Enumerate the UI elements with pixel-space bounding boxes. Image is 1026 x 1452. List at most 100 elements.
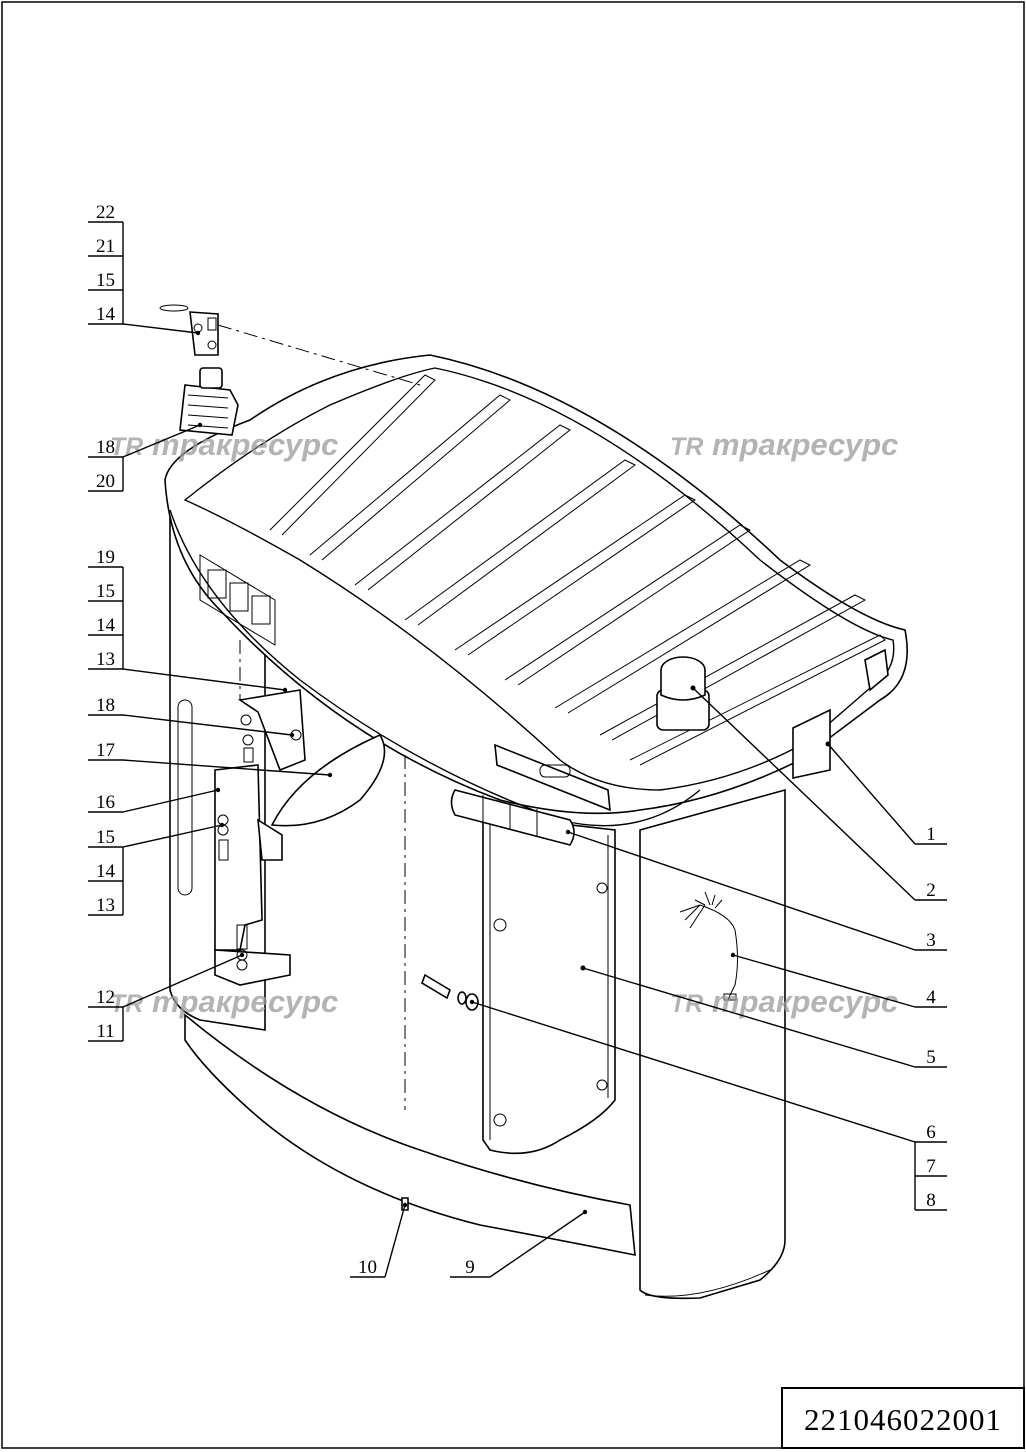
callout-label: 14 bbox=[96, 615, 116, 636]
callout-leader bbox=[582, 967, 916, 1068]
callout-label: 13 bbox=[96, 649, 115, 670]
callout-label: 3 bbox=[926, 930, 936, 951]
callout-label: 20 bbox=[96, 471, 115, 492]
leader-dot bbox=[690, 685, 696, 691]
leader-dot bbox=[469, 999, 475, 1005]
callout-leader bbox=[384, 1204, 406, 1278]
callout-single-9: 9 bbox=[450, 1209, 588, 1278]
leader-dot bbox=[582, 1209, 588, 1215]
leader-dot bbox=[195, 330, 201, 336]
callout-leader bbox=[732, 954, 916, 1008]
leader-dot bbox=[289, 732, 295, 738]
cab-assembly-illustration bbox=[159, 304, 908, 1300]
callout-leader bbox=[122, 714, 293, 736]
svg-text:тракресурс: тракресурс bbox=[152, 427, 338, 462]
callout-label: 14 bbox=[96, 304, 116, 325]
callout-label: 2 bbox=[926, 880, 936, 901]
callout-label: 19 bbox=[96, 547, 115, 568]
leader-dot bbox=[402, 1202, 408, 1208]
callout-leader bbox=[122, 424, 201, 458]
callout-right-6-8: 678 bbox=[469, 999, 947, 1211]
leader-dot bbox=[197, 422, 203, 428]
callout-label: 9 bbox=[465, 1257, 475, 1278]
floor-panel bbox=[184, 1013, 636, 1256]
watermark-1: TR тракресурс bbox=[110, 427, 338, 462]
callout-label: 12 bbox=[96, 987, 115, 1008]
svg-text:тракресурс: тракресурс bbox=[712, 984, 898, 1019]
callout-leader bbox=[122, 789, 219, 813]
callout-label: 15 bbox=[96, 581, 115, 602]
callout-right-4: 4 bbox=[730, 952, 947, 1008]
watermark-4: TR тракресурс bbox=[670, 984, 898, 1019]
leader-dot bbox=[730, 952, 736, 958]
callout-label: 10 bbox=[358, 1257, 377, 1278]
callout-top-left: 22 21 15 14 bbox=[88, 202, 201, 336]
svg-text:тракресурс: тракресурс bbox=[152, 984, 338, 1019]
callout-label: 5 bbox=[926, 1047, 936, 1068]
roof-body bbox=[164, 354, 908, 815]
callout-right-3: 3 bbox=[565, 829, 947, 951]
callout-label: 6 bbox=[926, 1122, 936, 1143]
callout-leader bbox=[489, 1211, 586, 1278]
leader-dot bbox=[282, 687, 288, 693]
callout-low-left: 12 11 bbox=[88, 952, 245, 1042]
callout-single-17: 17 bbox=[88, 740, 333, 778]
callout-leader bbox=[122, 759, 331, 776]
leader-dot bbox=[580, 965, 586, 971]
svg-text:TR: TR bbox=[670, 433, 703, 461]
title-block-frame bbox=[781, 1387, 1025, 1449]
work-light bbox=[159, 304, 239, 436]
title-block: 221046022001 bbox=[781, 1387, 1025, 1449]
callout-leader bbox=[122, 323, 199, 334]
svg-text:тракресурс: тракресурс bbox=[712, 427, 898, 462]
callout-leader bbox=[827, 743, 916, 845]
callout-label: 15 bbox=[96, 827, 115, 848]
rear-panel bbox=[482, 814, 616, 1155]
callout-label: 22 bbox=[96, 202, 115, 223]
leader-dot bbox=[565, 829, 571, 835]
callout-mid-left-b: 19 15 14 13 bbox=[88, 547, 288, 693]
drawing-number: 221046022001 bbox=[804, 1402, 1002, 1437]
callout-label: 14 bbox=[96, 861, 116, 882]
callout-label: 8 bbox=[926, 1190, 936, 1211]
callout-leader bbox=[122, 954, 243, 1008]
leader-dot bbox=[825, 741, 831, 747]
svg-text:TR: TR bbox=[110, 990, 143, 1018]
roof-ribs bbox=[269, 374, 886, 766]
callout-leader bbox=[567, 831, 916, 951]
callout-leader bbox=[692, 687, 916, 901]
callout-right-5: 5 bbox=[580, 965, 947, 1068]
callout-label: 13 bbox=[96, 895, 115, 916]
beacon-lamp bbox=[656, 656, 710, 731]
callout-single-10: 10 bbox=[350, 1202, 408, 1278]
callout-label: 21 bbox=[96, 236, 115, 257]
leader-dot bbox=[215, 787, 221, 793]
side-pod bbox=[270, 733, 386, 827]
bolt-washer-set bbox=[421, 973, 479, 1011]
callout-leader bbox=[122, 668, 286, 691]
callout-mid-left-c: 15 14 13 bbox=[88, 822, 225, 916]
armrest-pad bbox=[450, 789, 575, 846]
callout-right-1: 1 bbox=[825, 741, 947, 845]
callout-label: 18 bbox=[96, 437, 115, 458]
watermark-2: TR тракресурс bbox=[670, 427, 898, 462]
callout-label: 11 bbox=[96, 1021, 114, 1042]
wiring-harness bbox=[679, 891, 738, 1001]
callout-single-18: 18 bbox=[88, 695, 295, 738]
callout-single-16: 16 bbox=[88, 787, 221, 813]
watermark-3: TR тракресурс bbox=[110, 984, 338, 1019]
callout-label: 15 bbox=[96, 270, 115, 291]
svg-text:TR: TR bbox=[670, 990, 703, 1018]
watermarks: TR тракресурс TR тракресурс TR тракресур… bbox=[110, 427, 898, 1019]
leader-dot bbox=[239, 952, 245, 958]
callout-right-2: 2 bbox=[690, 685, 947, 901]
leader-dot bbox=[327, 772, 333, 778]
callout-leader bbox=[122, 824, 223, 848]
callout-leader bbox=[471, 1001, 916, 1143]
callout-label: 16 bbox=[96, 792, 115, 813]
callout-label: 18 bbox=[96, 695, 115, 716]
